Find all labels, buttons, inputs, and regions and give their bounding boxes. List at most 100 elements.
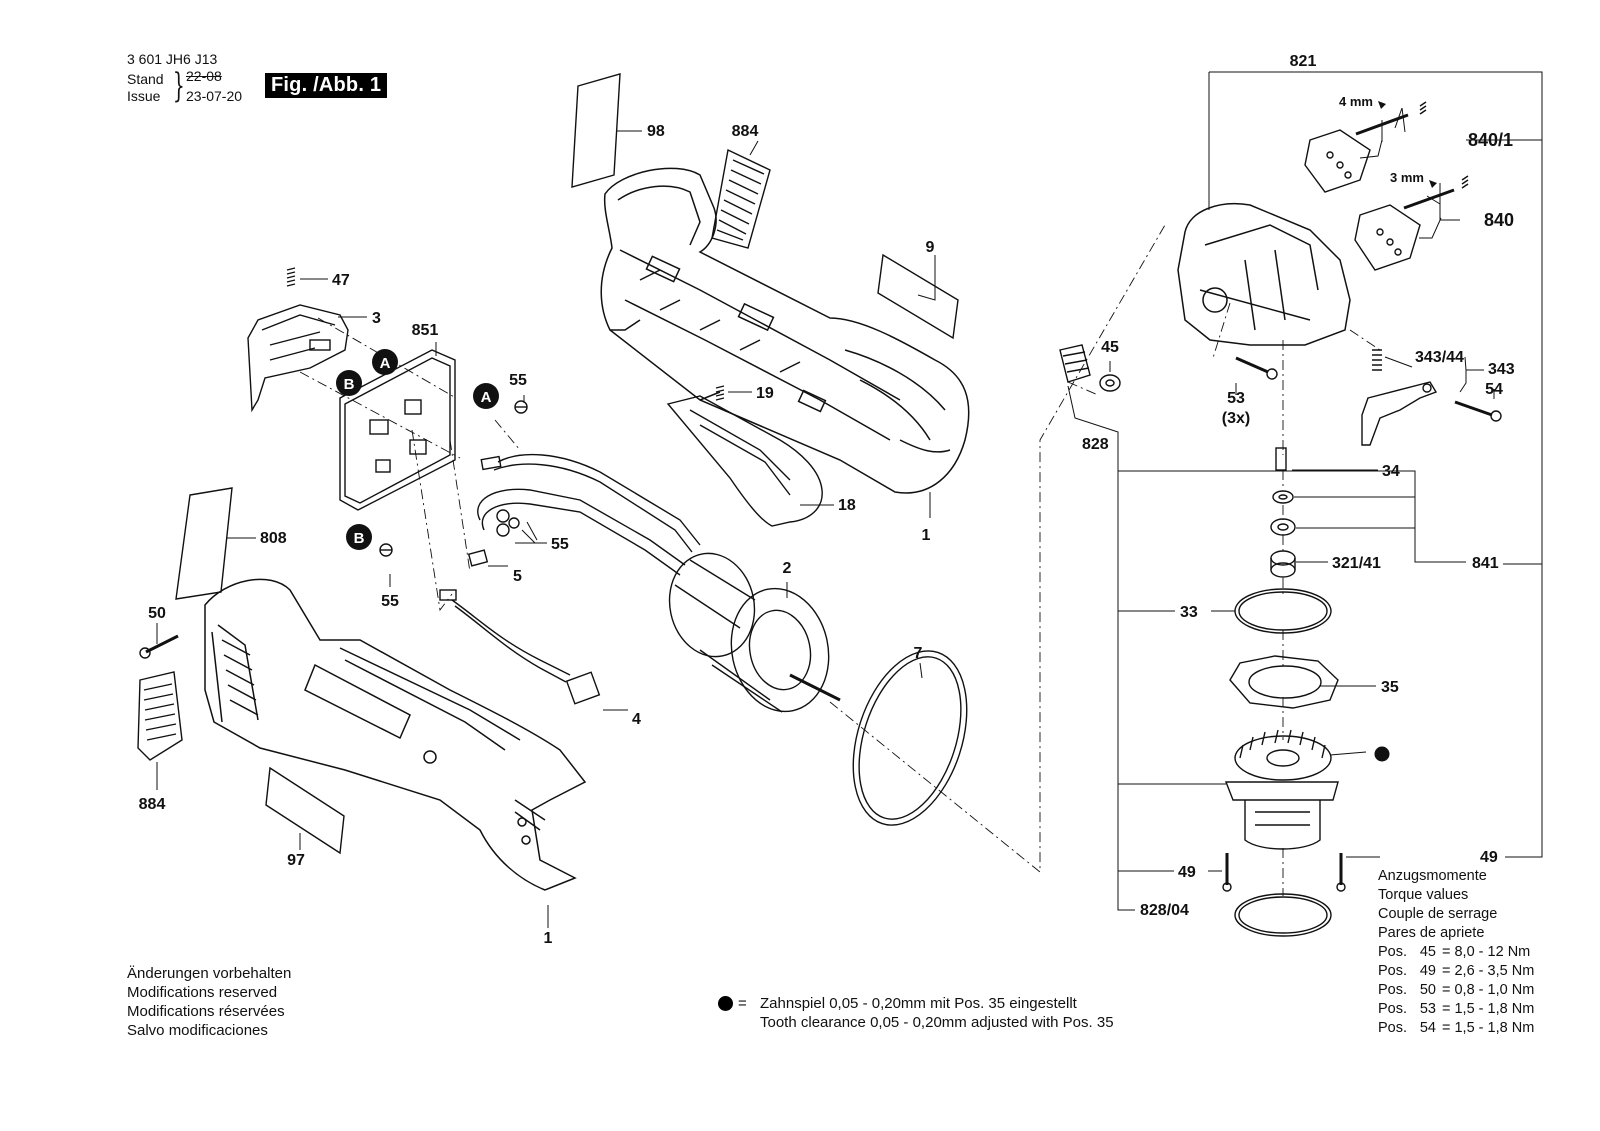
callout-55-a: 55 (509, 372, 527, 389)
tooth-clearance-note: = Zahnspiel 0,05 - 0,20mm mit Pos. 35 ei… (718, 994, 1114, 1032)
clearance-note-line-1: Zahnspiel 0,05 - 0,20mm mit Pos. 35 eing… (760, 995, 1077, 1012)
assembly-axes (299, 224, 1381, 896)
motor-2-icon (668, 552, 841, 713)
callout-3mm: 3 mm (1390, 170, 1424, 185)
modifications-note: Änderungen vorbehalten Modifications res… (127, 964, 291, 1040)
torque-pos: Pos. (1378, 982, 1408, 998)
torque-val: = 1,5 - 1,8 Nm (1442, 1001, 1535, 1017)
lock-button-840-1-icon (1304, 129, 1371, 193)
torque-num: 49 (1419, 963, 1436, 979)
callout-840-1: 840/1 (1468, 130, 1513, 150)
electronic-module-851-icon (339, 349, 456, 511)
label-sheet-98-icon (571, 73, 621, 188)
callout-33: 33 (1180, 604, 1198, 621)
spring-3mm-icon (1461, 175, 1469, 189)
torque-heading: Couple de serrage (1378, 906, 1498, 922)
torque-val: = 0,8 - 1,0 Nm (1442, 982, 1535, 998)
note-line: Modifications reserved (127, 984, 278, 1001)
gear-spindle-assembly-icon (1224, 729, 1339, 850)
callout-35: 35 (1381, 679, 1399, 696)
clearance-note-line-2: Tooth clearance 0,05 - 0,20mm adjusted w… (760, 1014, 1114, 1031)
callout-5: 5 (513, 568, 522, 585)
stand-value: 22-08 (186, 68, 222, 84)
nut-45-icon (1099, 374, 1121, 392)
drawing-layer (137, 71, 1543, 937)
spring-343-44-icon (1372, 349, 1382, 371)
callout-821: 821 (1290, 53, 1317, 70)
callout-49-r: 49 (1480, 849, 1498, 866)
housing-upper-icon (600, 167, 970, 494)
callout-53: 53 (1227, 390, 1245, 407)
cover-18-icon (666, 395, 823, 527)
svg-text:A: A (380, 355, 391, 372)
spring-19-icon (715, 385, 725, 401)
torque-num: 45 (1419, 944, 1436, 960)
callout-45: 45 (1101, 339, 1119, 356)
bearing-321-41-icon (1270, 550, 1296, 578)
bevel-gear-828-icon (1059, 344, 1091, 383)
dimension-arrows (1378, 101, 1437, 188)
clearance-note-eq: = (738, 995, 747, 1012)
torque-pos: Pos. (1378, 1020, 1408, 1036)
switch-3-icon (247, 304, 349, 413)
torque-val: = 2,6 - 3,5 Nm (1442, 963, 1535, 979)
callout-54: 54 (1485, 381, 1503, 398)
callout-55-mid: 55 (551, 536, 569, 553)
torque-num: 54 (1419, 1020, 1436, 1036)
washer-icon (1272, 490, 1294, 504)
callout-343: 343 (1488, 361, 1515, 378)
callout-1-top: 1 (922, 527, 931, 544)
housing-lower-icon (204, 578, 587, 891)
callout-828: 828 (1082, 436, 1109, 453)
torque-num: 50 (1419, 982, 1436, 998)
callout-7: 7 (914, 645, 923, 662)
torque-heading: Anzugsmomente (1378, 868, 1487, 884)
clearance-note-dot-icon (718, 996, 733, 1011)
callout-18: 18 (838, 497, 856, 514)
callout-808: 808 (260, 530, 287, 547)
label-sheet-97-icon (265, 766, 345, 855)
torque-pos: Pos. (1378, 1001, 1408, 1017)
shim-35-icon (1229, 655, 1339, 709)
svg-text:A: A (481, 389, 492, 406)
marker-b-2: B (346, 524, 372, 550)
torque-row: Pos.53= 1,5 - 1,8 Nm (1378, 1000, 1560, 1019)
marker-a-1: A (372, 349, 398, 375)
callout-97: 97 (287, 852, 305, 869)
gear-housing-icon (1177, 203, 1351, 346)
callout-9: 9 (926, 239, 935, 256)
svg-text:B: B (344, 376, 355, 393)
callout-4mm: 4 mm (1339, 94, 1373, 109)
torque-pos: Pos. (1378, 944, 1408, 960)
callout-828-04: 828/04 (1140, 902, 1189, 919)
callout-3: 3 (372, 310, 381, 327)
screw-55-icon (379, 400, 528, 557)
torque-row: Pos. 45 = 8,0 - 12 Nm (1378, 943, 1560, 962)
screw-49-icon (1222, 853, 1346, 892)
o-ring-828-04-icon (1234, 893, 1332, 937)
key-34-icon (1275, 447, 1287, 471)
lock-button-840-icon (1354, 204, 1421, 271)
callout-labels: 98 884 9 47 3 851 55 19 18 1 808 55 55 5… (139, 53, 1515, 947)
clearance-dot-icon (1374, 746, 1390, 762)
leader-lines (156, 71, 1543, 928)
torque-heading: Pares de apriete (1378, 925, 1485, 941)
header-brace-icon: } (172, 66, 185, 106)
label-sheet-808-icon (175, 487, 233, 600)
o-ring-33-icon (1234, 588, 1332, 634)
marker-a-2: A (473, 383, 499, 409)
note-line: Salvo modificaciones (127, 1022, 268, 1039)
torque-row: Pos.49= 2,6 - 3,5 Nm (1378, 962, 1560, 981)
note-line: Modifications réservées (127, 1003, 285, 1020)
torque-val: = 8,0 - 12 Nm (1442, 944, 1531, 960)
callout-840: 840 (1484, 210, 1514, 230)
screw-53-icon (1235, 356, 1278, 380)
torque-heading: Torque values (1378, 887, 1469, 903)
callout-884-top: 884 (732, 123, 759, 140)
svg-text:B: B (354, 530, 365, 547)
callout-55-b: 55 (381, 593, 399, 610)
callout-1-bot: 1 (544, 930, 553, 947)
callout-98: 98 (647, 123, 665, 140)
bearing-icon (1270, 518, 1296, 536)
callout-19: 19 (756, 385, 774, 402)
